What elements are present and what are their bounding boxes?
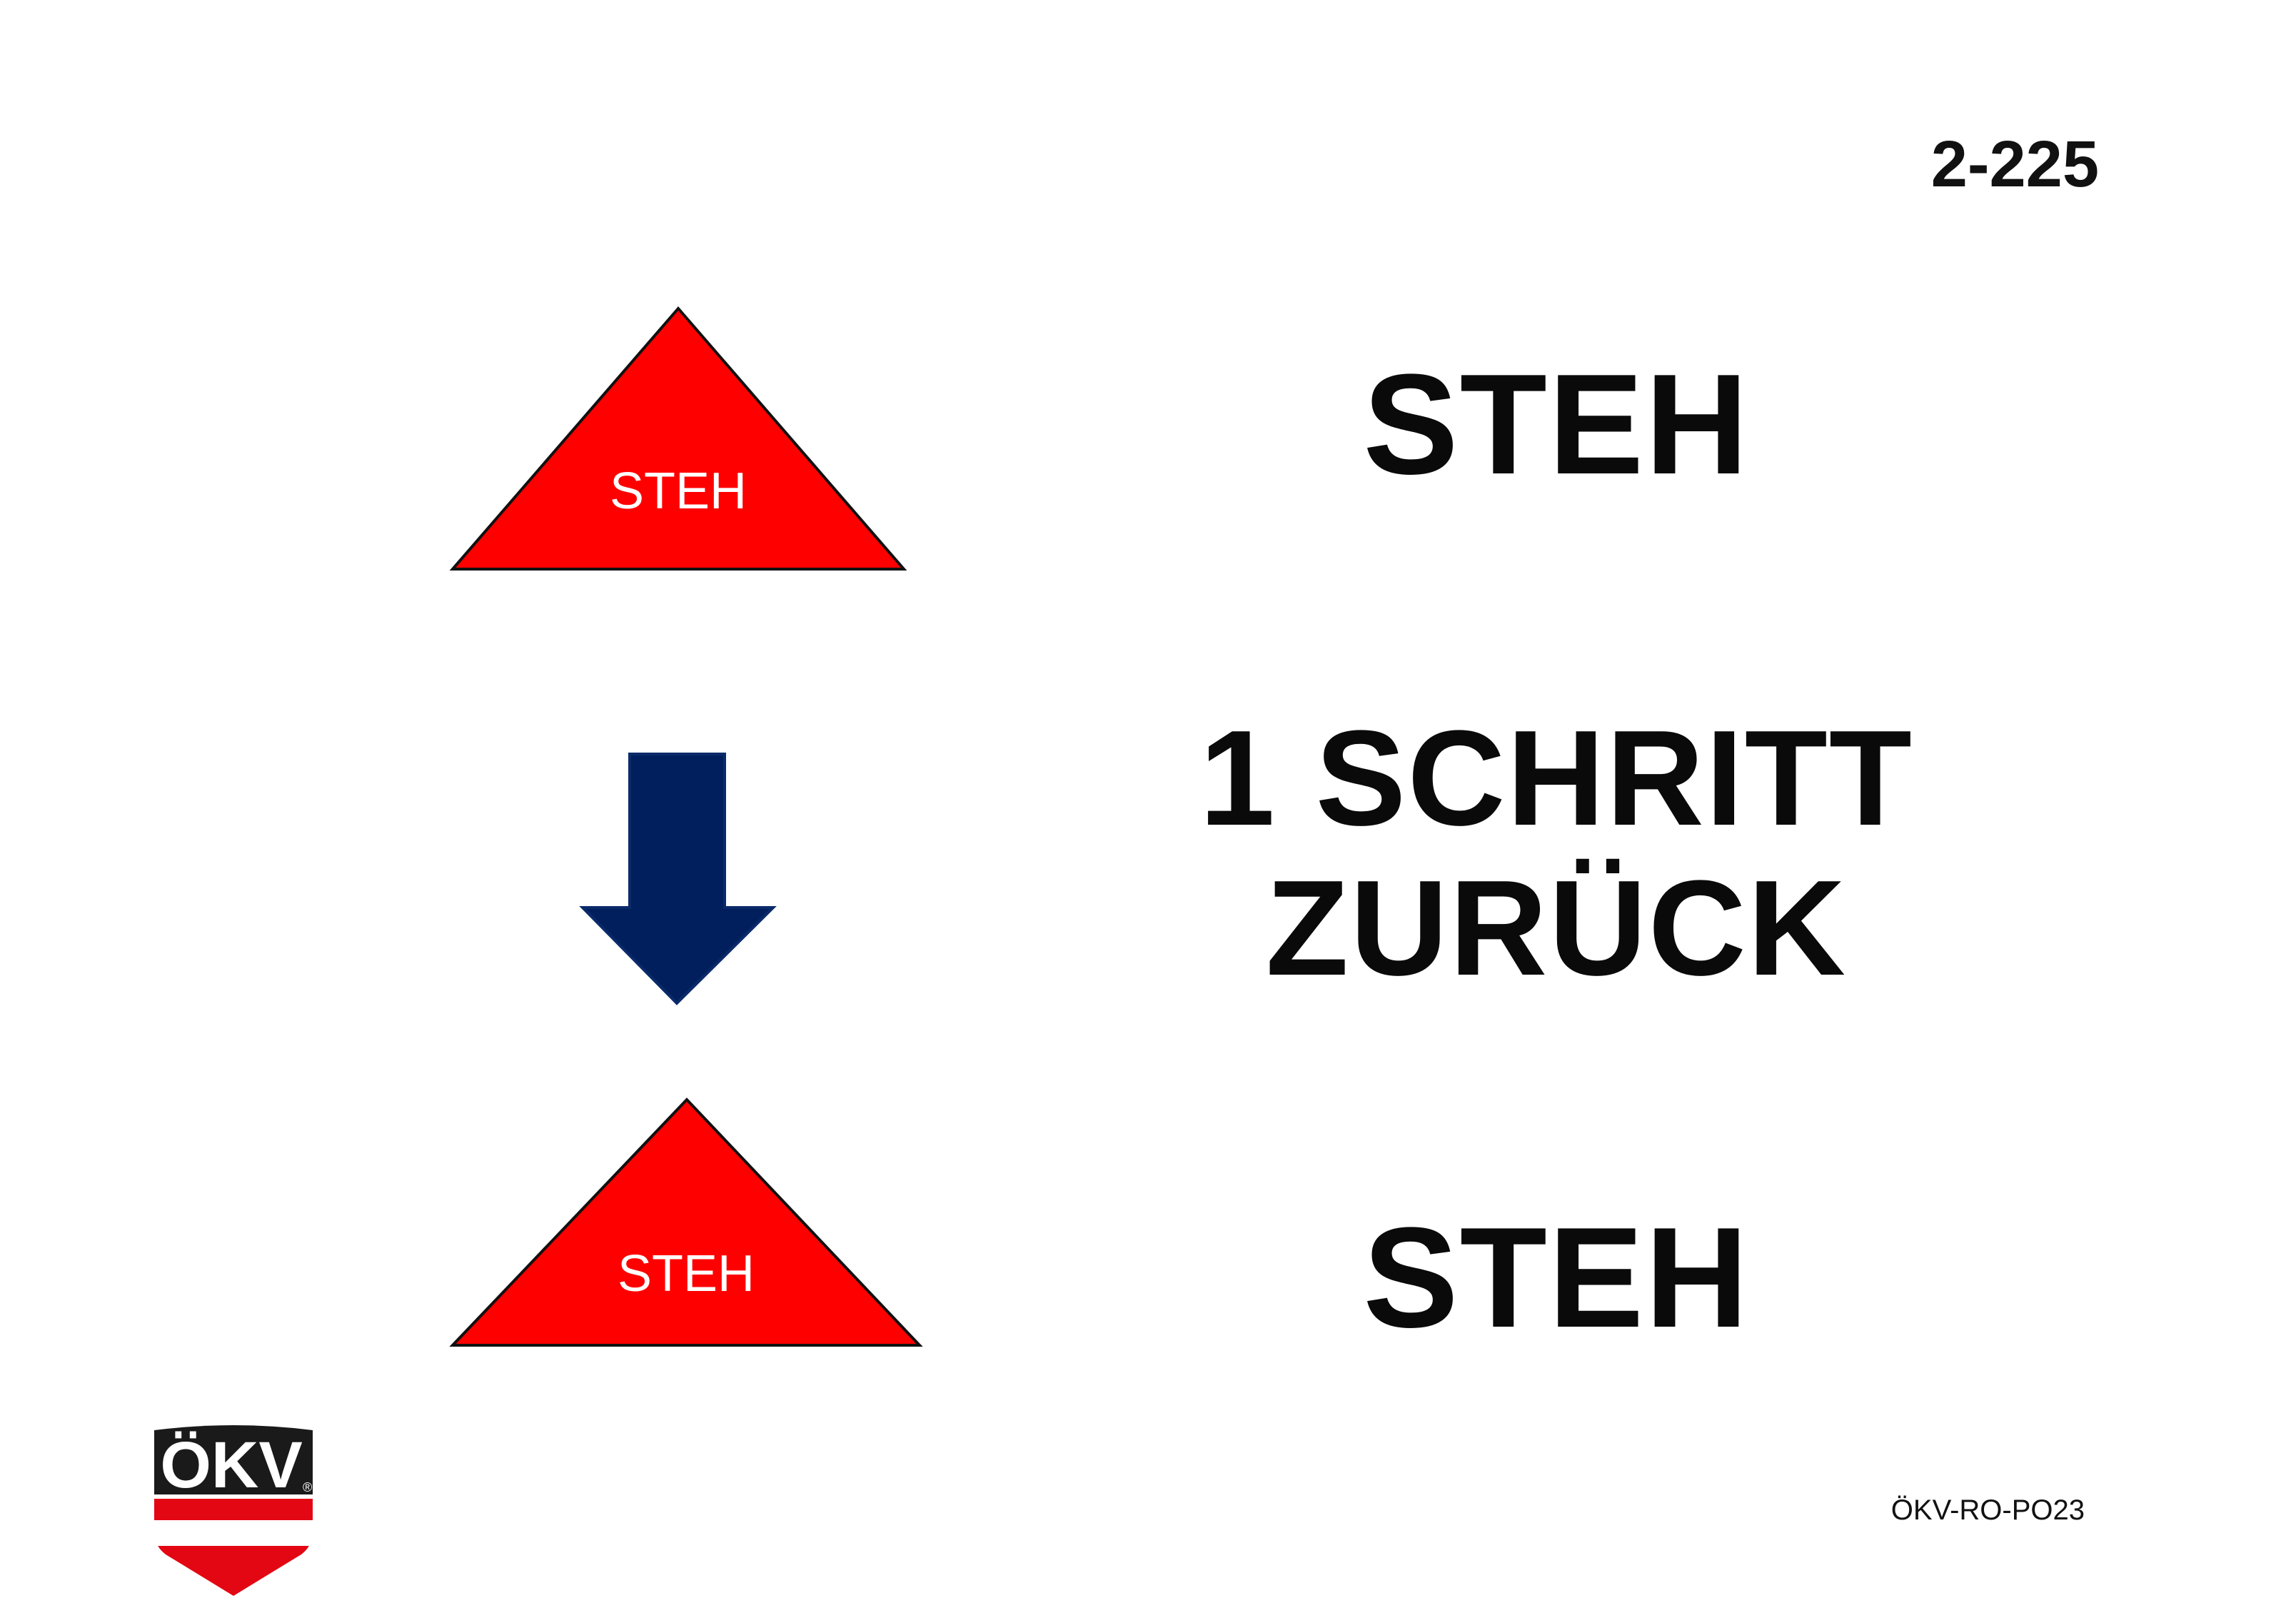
stand-sign-bottom: STEH xyxy=(449,1097,923,1347)
registered-mark: ® xyxy=(303,1480,312,1494)
step-back-arrow xyxy=(579,753,777,1005)
triangle-icon xyxy=(449,306,907,571)
exercise-diagram: STEH STEH xyxy=(449,306,923,1347)
document-code: ÖKV-RO-PO23 xyxy=(1890,1494,2085,1526)
instruction-step-back-line1: 1 SCHRITT xyxy=(1199,703,1913,854)
logo-text: ÖKV xyxy=(160,1429,302,1502)
arrow-down-icon xyxy=(579,753,777,1005)
stand-sign-bottom-label: STEH xyxy=(618,1245,755,1302)
triangle-icon xyxy=(449,1097,923,1347)
okv-logo: ÖKV ® xyxy=(154,1425,313,1596)
instruction-stand-1: STEH xyxy=(1363,345,1750,504)
stand-sign-top: STEH xyxy=(449,306,907,571)
stand-sign-top-label: STEH xyxy=(610,463,747,520)
page-number: 2-225 xyxy=(1930,128,2099,201)
instruction-step-back-line2: ZURÜCK xyxy=(1265,853,1848,1004)
instruction-stand-2: STEH xyxy=(1363,1198,1750,1357)
